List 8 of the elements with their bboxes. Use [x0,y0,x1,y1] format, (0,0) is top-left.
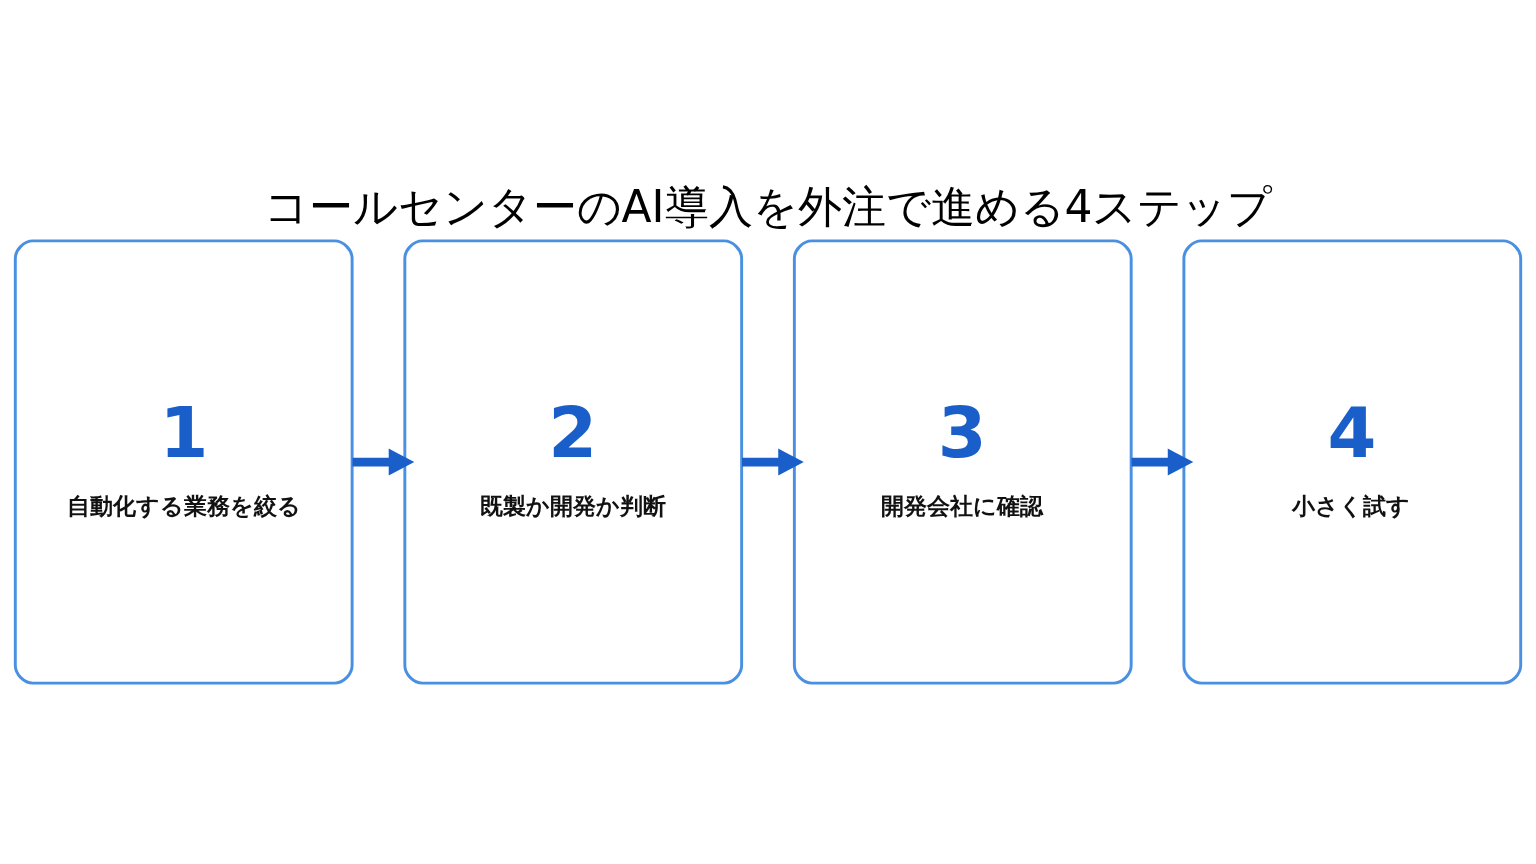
diagram-title: コールセンターのAI導入を外注で進める4ステップ [263,180,1273,232]
node-box: 3 開発会社に確認 [792,239,1133,685]
node-box: 1 自動化する業務を絞る [13,239,354,685]
arrow [352,448,415,476]
arrow [1131,448,1194,476]
node-box: 4 小さく試す [1182,239,1523,685]
node-box: 2 既製か開発か判断 [403,239,744,685]
arrow [742,448,804,476]
